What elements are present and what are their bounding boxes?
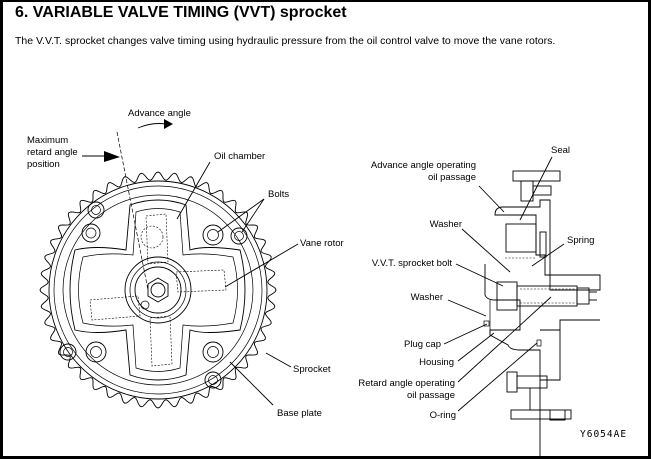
bolt-tip <box>576 287 590 305</box>
bolts-leader-1 <box>217 198 265 233</box>
vane-bottom <box>149 315 173 367</box>
bolt <box>81 223 101 243</box>
bolt-head <box>496 281 518 311</box>
label-seal: Seal <box>551 145 570 156</box>
label-max-retard-2: retard angle <box>27 147 78 158</box>
washer-upper-leader <box>461 228 511 273</box>
o-ring-part <box>536 339 542 347</box>
sprocket-tooth-bottom <box>510 409 572 420</box>
label-o-ring: O-ring <box>430 410 456 421</box>
label-advance-passage-1: Advance angle operating <box>371 160 476 171</box>
seal-cap <box>532 185 552 196</box>
center-bolt-head <box>147 277 169 303</box>
bolt <box>202 224 224 246</box>
label-max-retard-3: position <box>27 159 60 170</box>
hub-ring <box>129 261 187 319</box>
label-vane-rotor: Vane rotor <box>300 238 344 249</box>
lower-bolt <box>516 375 548 389</box>
vane-left <box>89 295 141 321</box>
bolt <box>85 341 107 363</box>
label-advance-passage-2: oil passage <box>428 172 476 183</box>
hub-outer <box>124 256 192 324</box>
vane-block <box>505 223 537 253</box>
advance-passage-leader <box>478 185 505 213</box>
figure-code: Y6054AE <box>580 429 627 440</box>
plug-cap-leader <box>443 323 488 345</box>
label-advance-angle: Advance angle <box>128 108 191 119</box>
housing-leader <box>457 332 495 362</box>
housing-inner <box>78 208 238 372</box>
advance-arrow-head <box>164 119 173 129</box>
bolt <box>59 343 77 361</box>
vane-rotor-leader <box>224 243 299 288</box>
label-oil-chamber: Oil chamber <box>214 151 265 162</box>
housing-section <box>494 199 601 291</box>
sprocket-front-view: Advance angle Maximum retard angle posit… <box>27 108 344 419</box>
label-housing: Housing <box>419 357 454 368</box>
sprocket-tooth-outline <box>39 171 277 409</box>
label-spring: Spring <box>567 235 594 246</box>
label-sprocket: Sprocket <box>293 364 331 375</box>
base-plate-outline <box>62 194 254 386</box>
lower-web <box>540 330 561 381</box>
camshaft-edge <box>540 319 600 331</box>
lock-pin <box>140 225 164 249</box>
bolt-shank <box>516 285 578 307</box>
hub-inner <box>134 266 182 314</box>
housing-body <box>69 199 246 381</box>
base-plate-section <box>484 264 541 459</box>
sprocket-rim <box>48 180 268 400</box>
label-retard-passage-1: Retard angle operating <box>358 378 455 389</box>
max-retard-line <box>116 131 149 291</box>
advance-arrow-shaft <box>137 123 167 129</box>
lower-sprocket <box>529 388 566 421</box>
vane-right <box>175 269 227 293</box>
label-bolts: Bolts <box>268 189 289 200</box>
vane-top <box>145 213 169 265</box>
label-base-plate: Base plate <box>277 408 322 419</box>
intro-paragraph: The V.V.T. sprocket changes valve timing… <box>15 35 556 47</box>
base-plate-leader <box>229 361 274 406</box>
bolt <box>204 371 222 389</box>
sprocket-teeth <box>39 171 277 409</box>
spring-leader <box>531 243 565 267</box>
washer-lower-leader <box>447 299 487 317</box>
vvt-bolt-leader <box>455 263 504 287</box>
label-max-retard-1: Maximum <box>27 135 68 146</box>
sprocket-section-view: Seal Advance angle operating oil passage… <box>358 145 601 459</box>
bolt <box>230 227 248 245</box>
lower-bolt-head <box>506 371 518 393</box>
spring-block <box>539 231 547 258</box>
retard-passage-leader <box>457 296 552 383</box>
section-title: 6. VARIABLE VALVE TIMING (VVT) sprocket <box>15 4 347 21</box>
label-washer-lower: Washer <box>411 292 443 303</box>
label-vvt-bolt: V.V.T. sprocket bolt <box>372 258 452 269</box>
label-retard-passage-2: oil passage <box>407 390 455 401</box>
o-ring-leader <box>457 342 538 412</box>
plug-cap-part <box>483 320 490 327</box>
label-plug-cap: Plug cap <box>404 339 441 350</box>
bolt <box>202 341 224 363</box>
sprocket-inner-rim <box>53 185 263 395</box>
bolt <box>87 201 105 219</box>
label-washer-upper: Washer <box>430 219 462 230</box>
retard-arrow-head <box>104 151 120 162</box>
sprocket-tooth-top <box>512 170 561 182</box>
center-bolt <box>150 282 166 298</box>
dowel-pin <box>140 300 150 310</box>
bolts-leader-2 <box>241 198 265 233</box>
sprocket-leader <box>265 352 292 368</box>
oil-chamber-leader <box>176 161 211 220</box>
seal-leader <box>519 156 553 221</box>
